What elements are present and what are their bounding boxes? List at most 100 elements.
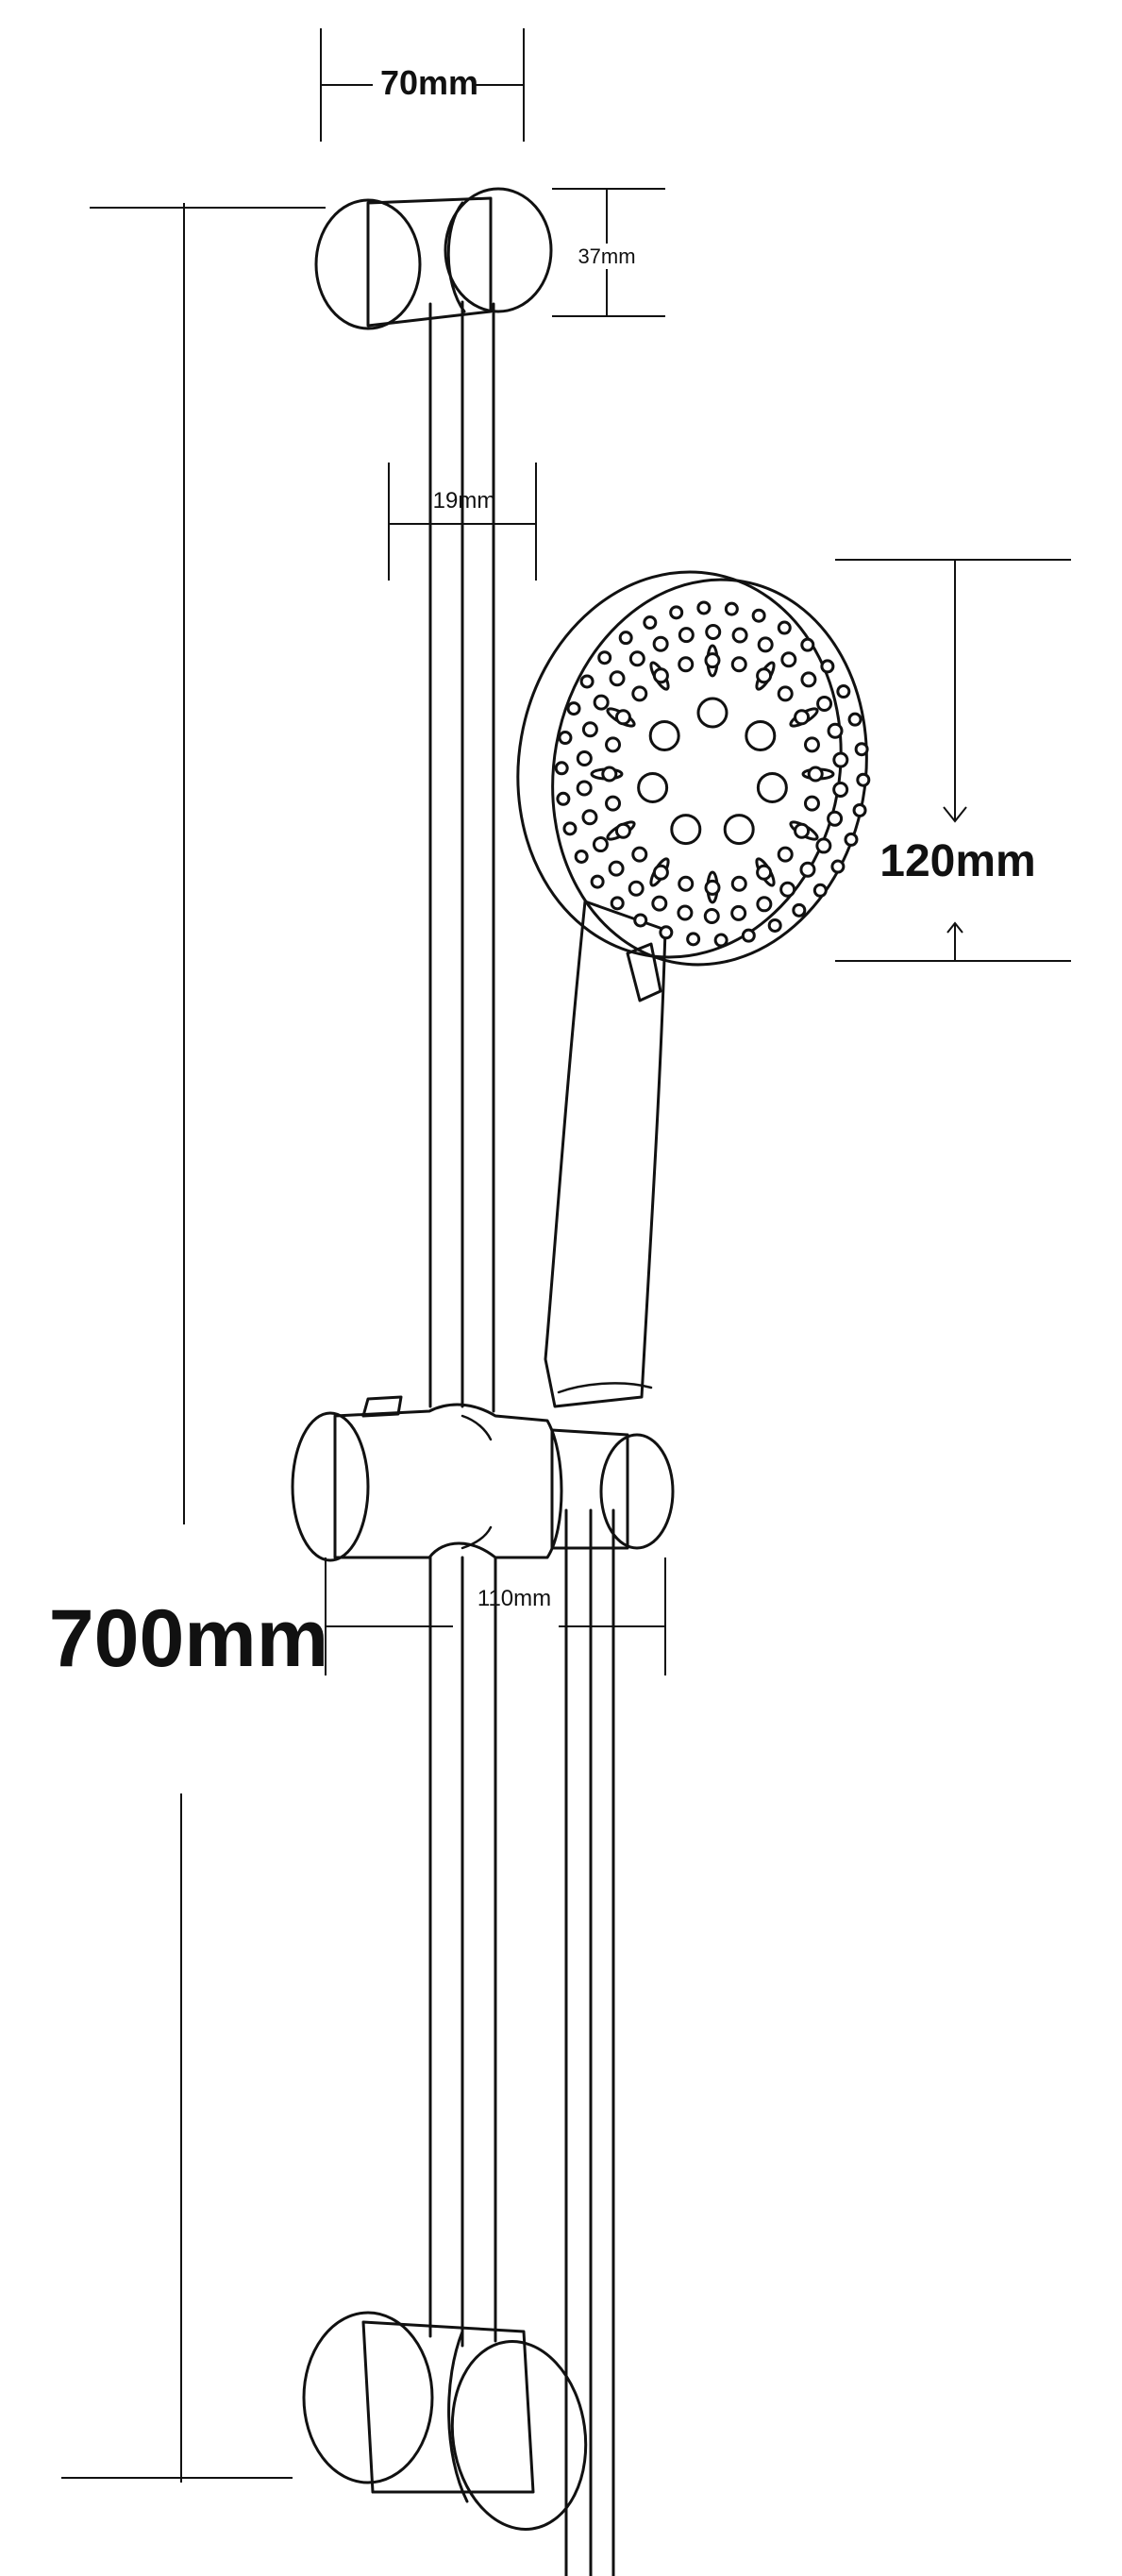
spray-nozzles (554, 600, 871, 948)
nozzle-small (633, 913, 648, 928)
nozzle-small (608, 860, 625, 877)
nozzle-small (757, 636, 774, 653)
nozzle-small (631, 685, 648, 702)
nozzle-small (576, 780, 593, 797)
nozzle-small (830, 859, 846, 874)
nozzle-small (767, 918, 782, 933)
nozzle-small (605, 736, 622, 753)
nozzle-small (779, 881, 796, 898)
nozzle-small (777, 620, 792, 635)
nozzle-small (574, 849, 589, 864)
nozzle-small (847, 712, 862, 727)
bottom-wall-bracket (302, 2311, 588, 2532)
nozzle-small (631, 846, 648, 863)
nozzle-small (803, 736, 820, 753)
nozzle-small (777, 685, 794, 702)
top-wall-bracket (314, 187, 553, 330)
dimension-head-diameter: 120mm (835, 559, 1071, 962)
nozzle-small (724, 601, 739, 616)
nozzle-small (800, 637, 815, 652)
nozzle-small (705, 624, 722, 641)
nozzle-small (756, 864, 773, 881)
nozzle-small (628, 880, 645, 897)
dimension-slider-width: 110mm (325, 1557, 666, 1675)
nozzle-small (803, 795, 820, 812)
nozzle-small (756, 667, 773, 684)
nozzle-small (807, 766, 824, 783)
nozzle-large (696, 697, 728, 729)
nozzle-small (756, 896, 773, 913)
dimension-rail-length: 700mm (49, 203, 328, 2483)
nozzle-small (704, 879, 721, 896)
nozzle-small (643, 615, 658, 631)
nozzle-small (832, 751, 849, 768)
nozzle-large (745, 719, 777, 751)
nozzle-small (741, 928, 756, 943)
nozzle-small (844, 832, 859, 847)
nozzle-small (592, 836, 609, 853)
dimension-rail-diameter: 19mm (388, 463, 537, 581)
nozzle-small (590, 874, 605, 889)
nozzle-large (648, 719, 680, 751)
slider-bracket (291, 1395, 675, 1562)
nozzle-small (581, 721, 598, 738)
shower-hose (564, 1508, 615, 2576)
nozzle-small (651, 895, 668, 912)
nozzle-small (610, 896, 625, 911)
nozzle-small (816, 695, 833, 712)
nozzle-large (723, 814, 755, 846)
dimension-label-rail-diameter: 19mm (433, 488, 496, 514)
nozzle-small (780, 651, 797, 668)
nozzle-small (593, 694, 610, 711)
nozzle-small (696, 600, 712, 615)
nozzle-small (730, 875, 747, 892)
dimension-top-bracket-height: 37mm (552, 188, 665, 317)
nozzle-small (751, 608, 766, 623)
nozzle-small (827, 722, 844, 739)
nozzle-small (576, 749, 593, 766)
nozzle-small (652, 864, 669, 881)
nozzle-small (677, 904, 694, 921)
nozzle-small (609, 670, 626, 687)
nozzle-small (628, 650, 645, 667)
nozzle-small (678, 627, 695, 644)
nozzle-small (703, 907, 720, 924)
dimension-label-slider-width: 110mm (477, 1586, 551, 1611)
nozzle-small (652, 635, 669, 652)
nozzle-small (614, 822, 631, 839)
dimension-label-rail-length: 700mm (49, 1593, 328, 1684)
nozzle-small (562, 821, 578, 836)
nozzle-small (618, 631, 633, 646)
nozzle-small (820, 659, 835, 674)
nozzle-small (614, 709, 631, 726)
nozzle-small (799, 861, 816, 878)
nozzle-small (856, 772, 871, 787)
dimension-label-head-diameter: 120mm (879, 836, 1035, 886)
nozzle-small (800, 671, 817, 688)
nozzle-large (670, 814, 702, 846)
dimension-label-top-bracket-width: 70mm (380, 63, 478, 102)
nozzle-small (601, 766, 618, 783)
nozzle-small (566, 701, 581, 716)
nozzle-small (669, 605, 684, 620)
nozzle-small (597, 650, 612, 665)
nozzle-small (678, 656, 695, 673)
nozzle-small (678, 875, 695, 892)
riser-rail (428, 300, 497, 2348)
dimension-top-bracket-width: 70mm (320, 28, 525, 142)
nozzle-small (554, 761, 569, 776)
nozzle-small (652, 667, 669, 684)
nozzle-small (605, 795, 622, 812)
nozzle-small (794, 709, 811, 726)
nozzle-small (713, 933, 728, 948)
nozzle-small (792, 902, 807, 918)
nozzle-small (581, 809, 598, 826)
nozzle-large (637, 771, 669, 803)
nozzle-small (852, 802, 867, 817)
nozzle-small (794, 822, 811, 839)
nozzle-small (777, 846, 794, 863)
nozzle-small (704, 652, 721, 669)
nozzle-small (730, 656, 747, 673)
nozzle-small (659, 925, 674, 940)
